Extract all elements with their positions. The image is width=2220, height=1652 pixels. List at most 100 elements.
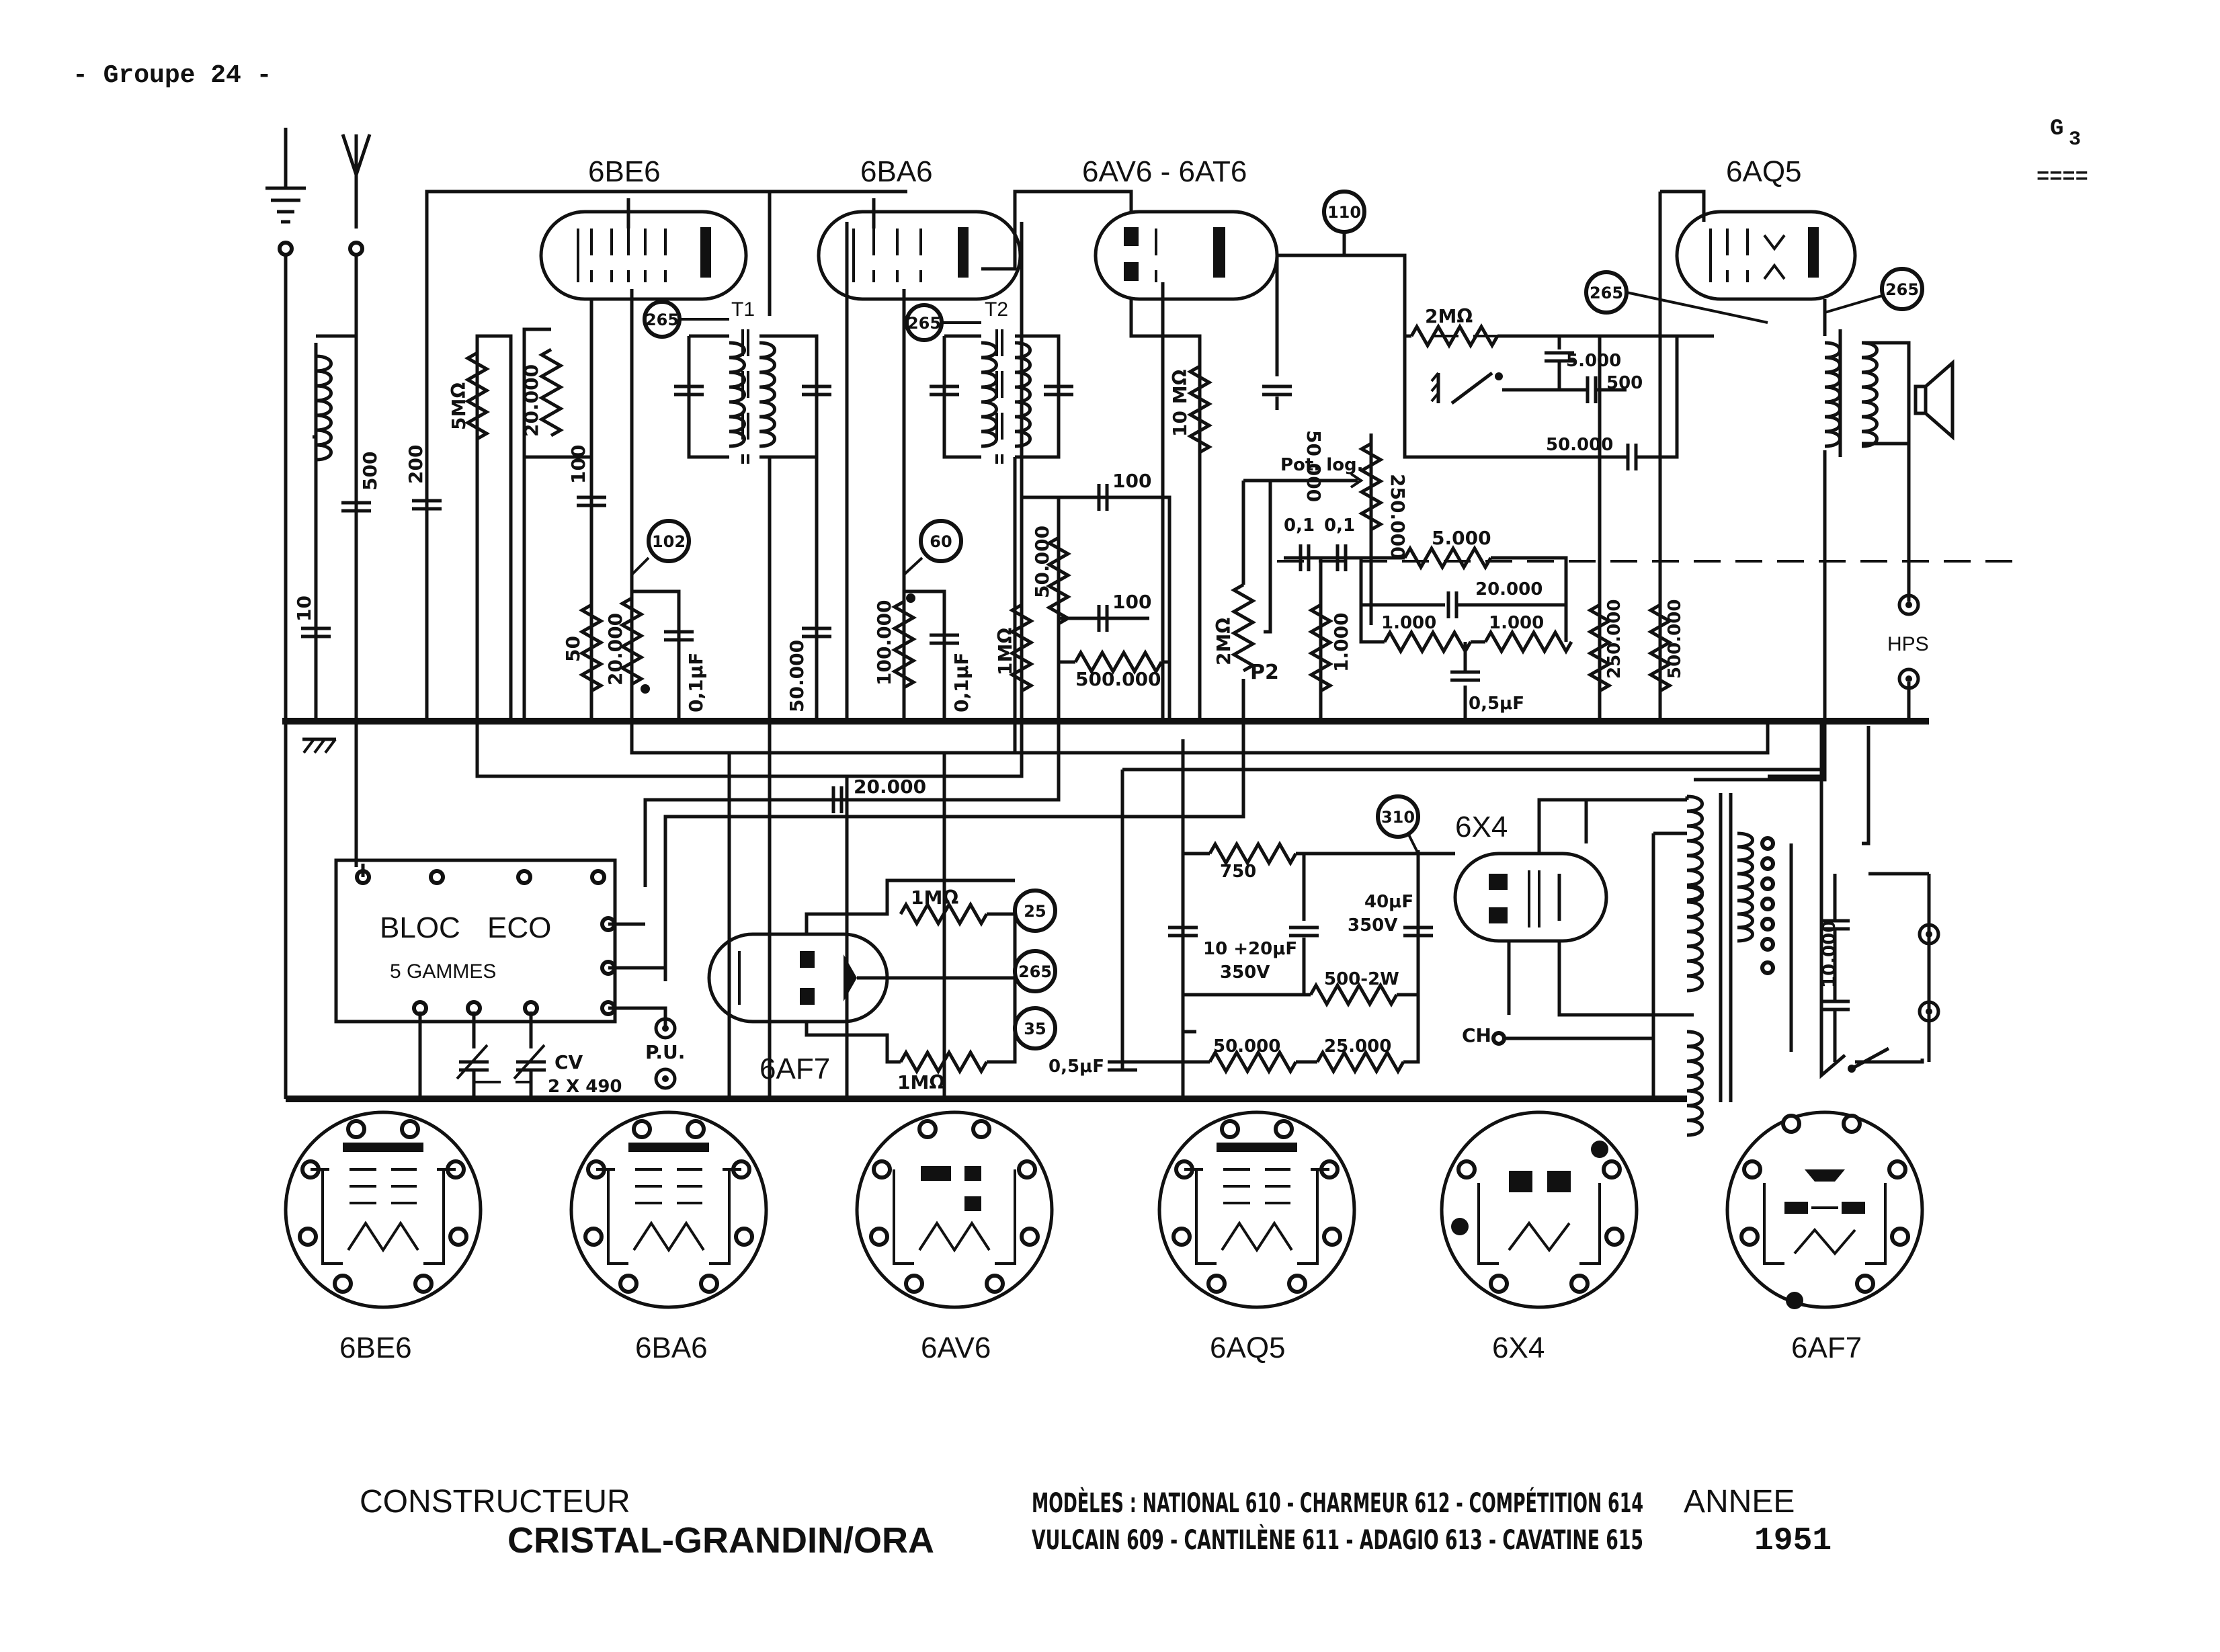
voltage-point-265-b: 265 bbox=[905, 303, 944, 342]
annee-value: 1951 bbox=[1754, 1523, 1832, 1559]
tube-6av6-6at6 bbox=[1094, 210, 1279, 301]
svg-text:0,1μF: 0,1μF bbox=[685, 653, 707, 712]
svg-text:P.U.: P.U. bbox=[645, 1041, 685, 1063]
svg-text:350V: 350V bbox=[1348, 915, 1397, 936]
svg-text:25.000: 25.000 bbox=[1324, 1036, 1391, 1057]
svg-text:10 MΩ: 10 MΩ bbox=[1169, 369, 1191, 437]
svg-text:50.000: 50.000 bbox=[1213, 1036, 1280, 1057]
svg-text:20.000: 20.000 bbox=[854, 776, 926, 798]
svg-text:1.000: 1.000 bbox=[1330, 612, 1352, 672]
svg-text:0,5μF: 0,5μF bbox=[1469, 694, 1524, 714]
power-switch[interactable] bbox=[1848, 1046, 1890, 1073]
svg-text:40μF: 40μF bbox=[1364, 892, 1413, 912]
voltage-point-60: 60 bbox=[919, 519, 963, 563]
base-label-6av6: 6AV6 bbox=[921, 1331, 991, 1364]
svg-text:60: 60 bbox=[930, 532, 952, 551]
svg-text:500: 500 bbox=[359, 452, 381, 491]
tube-6aq5 bbox=[1675, 210, 1857, 301]
svg-text:50.000: 50.000 bbox=[1031, 526, 1053, 598]
svg-text:500.000: 500.000 bbox=[1665, 600, 1685, 679]
svg-text:25: 25 bbox=[1024, 902, 1046, 921]
svg-text:265: 265 bbox=[1018, 962, 1052, 981]
tube-6ba6 bbox=[817, 198, 1022, 301]
svg-text:0,1μF: 0,1μF bbox=[950, 653, 973, 712]
voltage-point-265-d: 265 bbox=[1880, 267, 1924, 311]
tube-base-6ba6 bbox=[571, 1112, 766, 1307]
svg-text:50.000: 50.000 bbox=[786, 640, 808, 712]
svg-text:CV: CV bbox=[554, 1051, 583, 1073]
svg-text:5 GAMMES: 5 GAMMES bbox=[390, 960, 496, 983]
variable-capacitor-cv[interactable] bbox=[456, 1044, 546, 1099]
group-label: - Groupe 24 - bbox=[73, 61, 272, 90]
svg-text:265: 265 bbox=[1590, 284, 1623, 302]
svg-text:20.000: 20.000 bbox=[1475, 579, 1543, 600]
t2-label: T2 bbox=[985, 298, 1008, 321]
voltage-point-110: 110 bbox=[1322, 190, 1366, 234]
transformer-t2 bbox=[942, 329, 1061, 464]
models-line-2: VULCAIN 609 - CANTILÈNE 611 - ADAGIO 613… bbox=[1032, 1524, 1643, 1556]
voltage-point-265-a: 265 bbox=[643, 300, 682, 339]
tube-base-6av6 bbox=[855, 1110, 1054, 1309]
constructeur-name: CRISTAL-GRANDIN/ORA bbox=[507, 1520, 934, 1561]
svg-text:P2: P2 bbox=[1250, 661, 1279, 684]
svg-text:1MΩ: 1MΩ bbox=[911, 886, 958, 909]
pu-jack[interactable] bbox=[654, 1017, 677, 1090]
svg-text:20.000: 20.000 bbox=[604, 613, 626, 686]
svg-text:2 X 490: 2 X 490 bbox=[548, 1077, 622, 1097]
svg-text:0,5μF: 0,5μF bbox=[1049, 1057, 1104, 1077]
mains-plug[interactable] bbox=[1918, 923, 1940, 1023]
svg-text:35: 35 bbox=[1024, 1020, 1046, 1038]
svg-text:20.000: 20.000 bbox=[520, 364, 542, 437]
base-label-6aq5: 6AQ5 bbox=[1210, 1331, 1286, 1364]
svg-text:100: 100 bbox=[567, 445, 589, 484]
tube-label-6x4: 6X4 bbox=[1455, 811, 1508, 843]
hps-jack[interactable] bbox=[1897, 593, 1920, 690]
t1-label: T1 bbox=[731, 298, 755, 321]
tube-base-6af7 bbox=[1725, 1110, 1924, 1309]
base-label-6ba6: 6BA6 bbox=[635, 1331, 708, 1364]
svg-text:110: 110 bbox=[1327, 203, 1361, 222]
svg-text:250.000: 250.000 bbox=[1387, 474, 1409, 560]
page-code: G bbox=[2050, 116, 2063, 142]
svg-text:350V: 350V bbox=[1220, 962, 1270, 983]
constructeur-label: CONSTRUCTEUR bbox=[360, 1484, 630, 1520]
voltage-point-25: 25 bbox=[1013, 889, 1057, 933]
models-line-1: MODÈLES : NATIONAL 610 - CHARMEUR 612 - … bbox=[1032, 1487, 1643, 1519]
tube-label-6av6: 6AV6 - 6AT6 bbox=[1082, 155, 1247, 188]
tube-label-6aq5: 6AQ5 bbox=[1726, 155, 1802, 188]
svg-text:2MΩ: 2MΩ bbox=[1425, 305, 1473, 327]
voltage-point-310: 310 bbox=[1376, 794, 1420, 839]
svg-text:BLOC: BLOC bbox=[380, 911, 460, 944]
page-code-rule: ==== bbox=[2037, 165, 2088, 190]
voltage-point-265-e: 265 bbox=[1013, 949, 1057, 993]
voltage-point-102: 102 bbox=[647, 519, 691, 563]
svg-text:5.000: 5.000 bbox=[1432, 527, 1491, 549]
svg-text:Pot. log.: Pot. log. bbox=[1280, 455, 1364, 475]
svg-text:50: 50 bbox=[562, 636, 584, 662]
tube-label-6ba6: 6BA6 bbox=[860, 155, 933, 188]
svg-text:265: 265 bbox=[1885, 280, 1919, 299]
svg-text:CH: CH bbox=[1462, 1024, 1491, 1046]
base-label-6be6: 6BE6 bbox=[339, 1331, 412, 1364]
tube-base-6aq5 bbox=[1159, 1112, 1354, 1307]
svg-text:265: 265 bbox=[645, 311, 679, 329]
tone-switch[interactable] bbox=[1430, 372, 1503, 405]
base-label-6x4: 6X4 bbox=[1492, 1331, 1545, 1364]
svg-text:50 000: 50 000 bbox=[1303, 430, 1325, 502]
svg-text:102: 102 bbox=[652, 532, 686, 551]
svg-text:10: 10 bbox=[293, 595, 315, 622]
svg-text:0,1: 0,1 bbox=[1324, 515, 1355, 536]
svg-text:0,1: 0,1 bbox=[1284, 515, 1315, 536]
svg-text:500: 500 bbox=[1606, 373, 1643, 393]
svg-text:5.000: 5.000 bbox=[1566, 351, 1621, 371]
transformer-t1 bbox=[687, 329, 819, 464]
svg-text:10 +20μF: 10 +20μF bbox=[1203, 939, 1297, 959]
svg-text:310: 310 bbox=[1381, 808, 1415, 827]
tube-6x4 bbox=[1453, 852, 1608, 943]
annee-label: ANNEE bbox=[1684, 1484, 1795, 1520]
svg-text:1.000: 1.000 bbox=[1489, 613, 1544, 633]
ground-symbol bbox=[265, 128, 306, 224]
svg-text:ECO: ECO bbox=[487, 911, 551, 944]
svg-text:250.000: 250.000 bbox=[1604, 600, 1625, 679]
